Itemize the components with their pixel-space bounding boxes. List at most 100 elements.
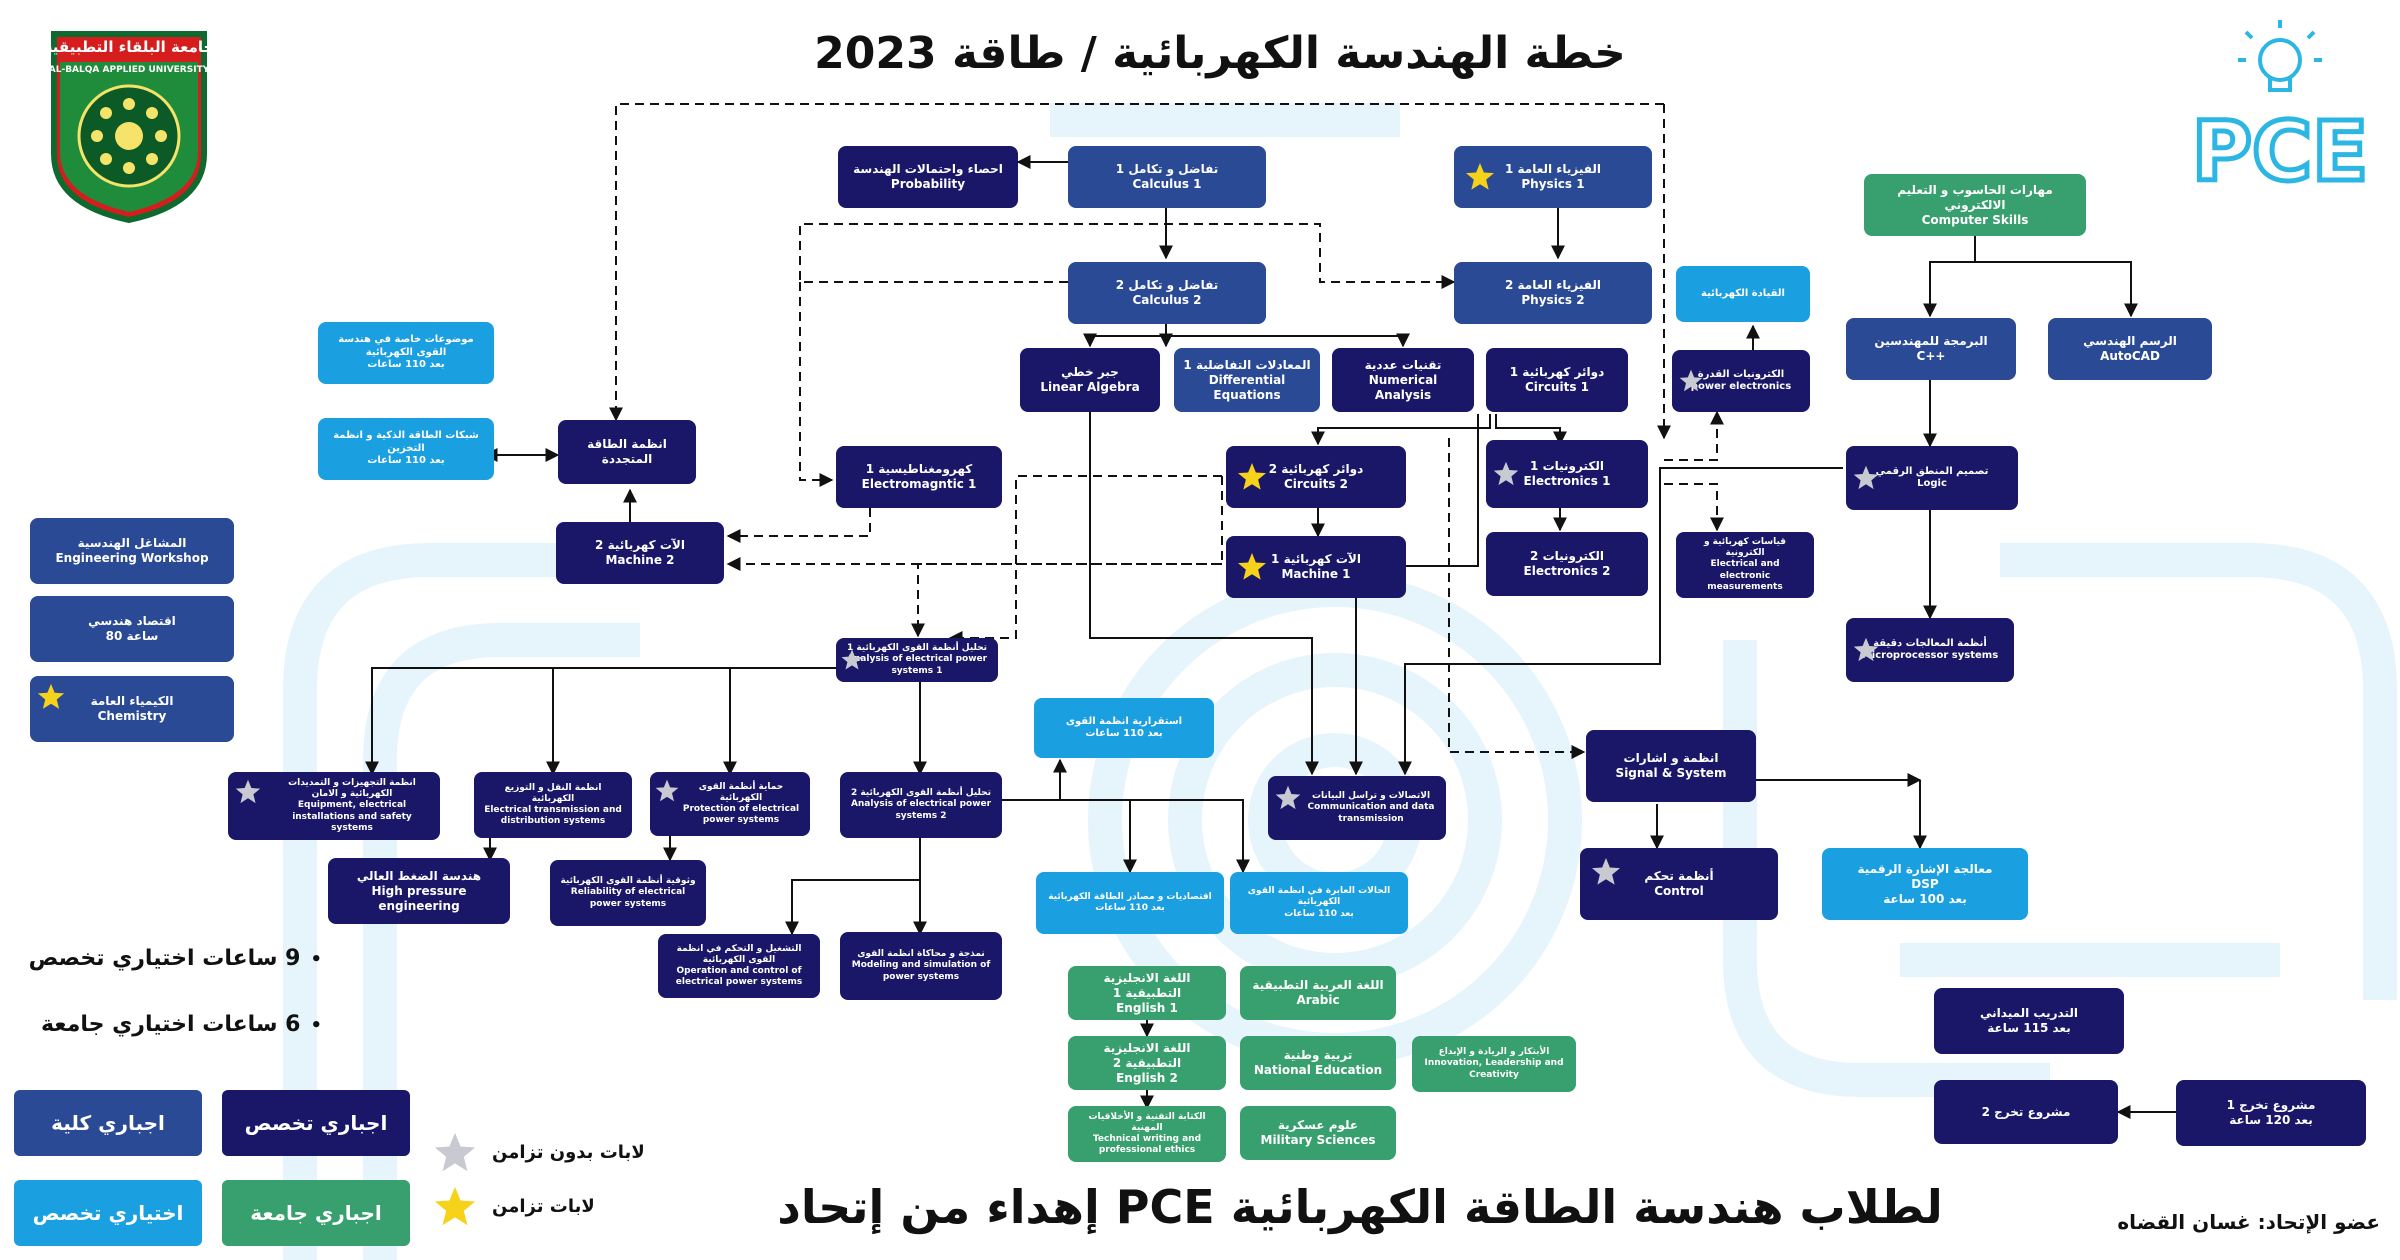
course-physics2[interactable]: الفيزياء العامة 2 Physics 2 [1454, 262, 1652, 324]
course-chemistry[interactable]: الكيمياء العامة Chemistry [30, 676, 234, 742]
course-circuits1-ar: دوائر كهربائية 1 [1509, 365, 1605, 379]
link-circuits1-electronics1 [1495, 414, 1567, 446]
course-leadership[interactable]: القيادة الكهربائية [1676, 266, 1810, 322]
course-operation-en: Operation and control of electrical powe… [675, 966, 803, 988]
course-machine2[interactable]: الآت كهربائية 2 Machine 2 [556, 522, 724, 584]
course-workshop-ar: المشاغل الهندسية [77, 536, 187, 550]
course-innovation[interactable]: الأبتكار و الريادة و الإبداع Innovation,… [1412, 1036, 1576, 1092]
course-energy-economics[interactable]: اقتصاديات و مصادر الطاقة الكهربائية بعد … [1036, 872, 1224, 934]
lab-no-sync-star-icon [235, 779, 261, 804]
course-logic[interactable]: تصميم المنطق الرقمي Logic [1846, 446, 2018, 510]
course-measurements-en: Electrical and electronic measurements [1707, 559, 1783, 592]
link-analysis2-operation [785, 879, 920, 936]
course-protection[interactable]: حماية أنظمة القوى الكهربائية Protection … [650, 772, 810, 836]
course-machine2-en: Machine 2 [605, 553, 675, 567]
course-operation[interactable]: التشغيل و التحكم في انظمة القوى الكهربائ… [658, 934, 820, 998]
course-modeling[interactable]: نمذجة و محاكاة انظمة القوى Modeling and … [840, 932, 1002, 1000]
course-project1[interactable]: مشروع تخرج 1 بعد 120 ساعة [2176, 1080, 2366, 1146]
course-high-voltage[interactable]: هندسة الضغط العالي High pressure enginee… [328, 858, 510, 924]
link-computer-cpp [1923, 236, 1976, 318]
course-arabic[interactable]: اللغة العربية التطبيقية Arabic [1240, 966, 1396, 1020]
course-renewable[interactable]: انظمة الطاقة المتجددة [558, 420, 696, 484]
legend-labs-sync: لابات تزامن [492, 1196, 595, 1217]
course-technical-writing-en: Technical writing and professional ethic… [1092, 1134, 1202, 1156]
course-signals[interactable]: انظمة و اشارات Signal & System [1586, 730, 1756, 802]
course-machine2-ar: الآت كهربائية 2 [595, 538, 685, 552]
course-energy-economics-note: بعد 110 ساعات [1095, 903, 1165, 913]
course-workshop[interactable]: المشاغل الهندسية Engineering Workshop [30, 518, 234, 584]
course-calculus1-en: Calculus 1 [1132, 177, 1202, 191]
course-innovation-en: Innovation, Leadership and Creativity [1424, 1058, 1564, 1080]
course-reliability-ar: وثوقية أنظمة القوى الكهربائية [560, 876, 696, 887]
course-calculus1[interactable]: تفاضل و تكامل 1 Calculus 1 [1068, 146, 1266, 208]
course-power-electronics-ar: الكترونيات القدرة [1697, 368, 1785, 380]
course-english2[interactable]: اللغة الانجليزية التطبيقية 2 English 2 [1068, 1036, 1226, 1090]
course-technical-writing-ar: الكتابة التقنية و الأخلاقيات المهنية [1088, 1111, 1206, 1133]
course-dsp[interactable]: معالجة الإشارة الرقمية DSP بعد 100 ساعة [1822, 848, 2028, 920]
course-analysis1-ar: تحليل أنظمة القوى الكهربائية 1 [846, 643, 988, 654]
note-uni-elective: •6 ساعات اختياري جامعة [41, 1012, 322, 1037]
course-cpp[interactable]: البرمجة للمهندسين C++ [1846, 318, 2016, 380]
course-reliability-en: Reliability of electrical power systems [570, 887, 686, 909]
course-transients[interactable]: الحالات العابرة في انظمة القوى الكهربائي… [1230, 872, 1408, 934]
link-computer-autocad [1975, 261, 2138, 318]
course-measurements[interactable]: قياسات كهربائية و الكترونية Electrical a… [1676, 532, 1814, 598]
course-physics1[interactable]: الفيزياء العامة 1 Physics 1 [1454, 146, 1652, 208]
course-protection-en: Protection of electrical power systems [682, 804, 800, 826]
course-english1[interactable]: اللغة الانجليزية التطبيقية 1 English 1 [1068, 966, 1226, 1020]
course-microprocessor-ar: أنظمة المعالجات دقيقة [1873, 637, 1987, 649]
course-renewable-ar: انظمة الطاقة المتجددة [587, 437, 667, 466]
course-control[interactable]: أنظمة تحكم Control [1580, 848, 1778, 920]
lab-no-sync-star-icon [1275, 785, 1301, 810]
course-military[interactable]: علوم عسكرية Military Sciences [1240, 1106, 1396, 1160]
course-analysis1-en: Analysis of electrical power systems 1 [846, 654, 988, 676]
course-national-education[interactable]: تربية وطنية National Education [1240, 1036, 1396, 1090]
course-special-topics[interactable]: موضوعات خاصة في هندسة القوى الكهربائية ب… [318, 322, 494, 384]
course-equipment[interactable]: انظمة التجهيزات و التمديدات الكهربائية و… [228, 772, 440, 840]
course-probability[interactable]: احصاء واحتمالات الهندسة Probability [838, 146, 1018, 208]
course-differential-equations[interactable]: المعادلات التفاضلية 1 Differential Equat… [1174, 348, 1320, 412]
course-field-training-note: بعد 115 ساعة [1987, 1021, 2071, 1035]
course-circuits2[interactable]: دوائر كهربائية 2 Circuits 2 [1226, 446, 1406, 508]
university-name-en: AL-BALQA APPLIED UNIVERSITY [49, 65, 210, 75]
course-computer-skills[interactable]: مهارات الحاسوب و التعليم الالكتروني Comp… [1864, 174, 2086, 236]
course-analysis1[interactable]: تحليل أنظمة القوى الكهربائية 1 Analysis … [836, 638, 998, 682]
course-electromagnetic-en: Electromagntic 1 [861, 477, 977, 491]
course-project2[interactable]: مشروع تخرج 2 [1934, 1080, 2118, 1144]
lab-sync-star-icon [1466, 163, 1494, 190]
course-protection-ar: حماية أنظمة القوى الكهربائية [698, 781, 784, 803]
course-circuits1[interactable]: دوائر كهربائية 1 Circuits 1 [1486, 348, 1628, 412]
course-physics2-ar: الفيزياء العامة 2 [1504, 278, 1602, 292]
course-autocad[interactable]: الرسم الهندسي AutoCAD [2048, 318, 2212, 380]
course-stability[interactable]: استقرارية انظمة القوى بعد 110 ساعات [1034, 698, 1214, 758]
course-linear-algebra-ar: جبر خطي [1061, 365, 1119, 379]
course-calculus2[interactable]: تفاضل و تكامل 2 Calculus 2 [1068, 262, 1266, 324]
course-communication[interactable]: الاتصالات و تراسل البيانات Communication… [1268, 776, 1446, 840]
course-economics[interactable]: اقتصاد هندسي 80 ساعة [30, 596, 234, 662]
course-electromagnetic[interactable]: كهرومغناطيسية 1 Electromagntic 1 [836, 446, 1002, 508]
course-technical-writing[interactable]: الكتابة التقنية و الأخلاقيات المهنية Tec… [1068, 1106, 1226, 1162]
course-electronics1[interactable]: الكترونيات 1 Electronics 1 [1486, 440, 1648, 508]
course-electronics2[interactable]: الكترونيات 2 Electronics 2 [1486, 532, 1648, 596]
course-military-ar: علوم عسكرية [1277, 1118, 1359, 1132]
course-linear-algebra[interactable]: جبر خطي Linear Algebra [1020, 348, 1160, 412]
course-machine1[interactable]: الآت كهربائية 1 Machine 1 [1226, 536, 1406, 598]
dash-electronics1-power [1664, 410, 1724, 461]
legend-uni-mandatory: اجباري جامعة [222, 1180, 410, 1246]
course-economics-note: 80 ساعة [105, 629, 159, 643]
course-national-education-en: National Education [1253, 1063, 1383, 1077]
course-circuits2-en: Circuits 2 [1283, 477, 1348, 491]
course-microprocessor[interactable]: أنظمة المعالجات دقيقة Microprocessor sys… [1846, 618, 2014, 682]
course-transients-ar: الحالات العابرة في انظمة القوى الكهربائي… [1247, 886, 1391, 908]
course-transmission[interactable]: انظمة النقل و التوزيع الكهربائية Electri… [474, 772, 632, 838]
link-analysis2-transients [1130, 799, 1250, 874]
course-reliability[interactable]: وثوقية أنظمة القوى الكهربائية Reliabilit… [550, 860, 706, 926]
legend-gold-star-icon [434, 1186, 476, 1226]
course-equipment-ar: انظمة التجهيزات و التمديدات الكهربائية و… [288, 777, 416, 800]
course-power-electronics[interactable]: الكترونيات القدرة power electronics [1672, 350, 1810, 412]
course-field-training[interactable]: التدريب الميداني بعد 115 ساعة [1934, 988, 2124, 1054]
course-numerical-analysis[interactable]: تقنيات عددية Numerical Analysis [1332, 348, 1474, 412]
course-smart-grid[interactable]: شبكات الطاقة الذكية و انظمة التخزين بعد … [318, 418, 494, 480]
course-arabic-en: Arabic [1296, 993, 1340, 1007]
course-analysis2[interactable]: تحليل أنظمة القوى الكهربائية 2 Analysis … [840, 772, 1002, 838]
